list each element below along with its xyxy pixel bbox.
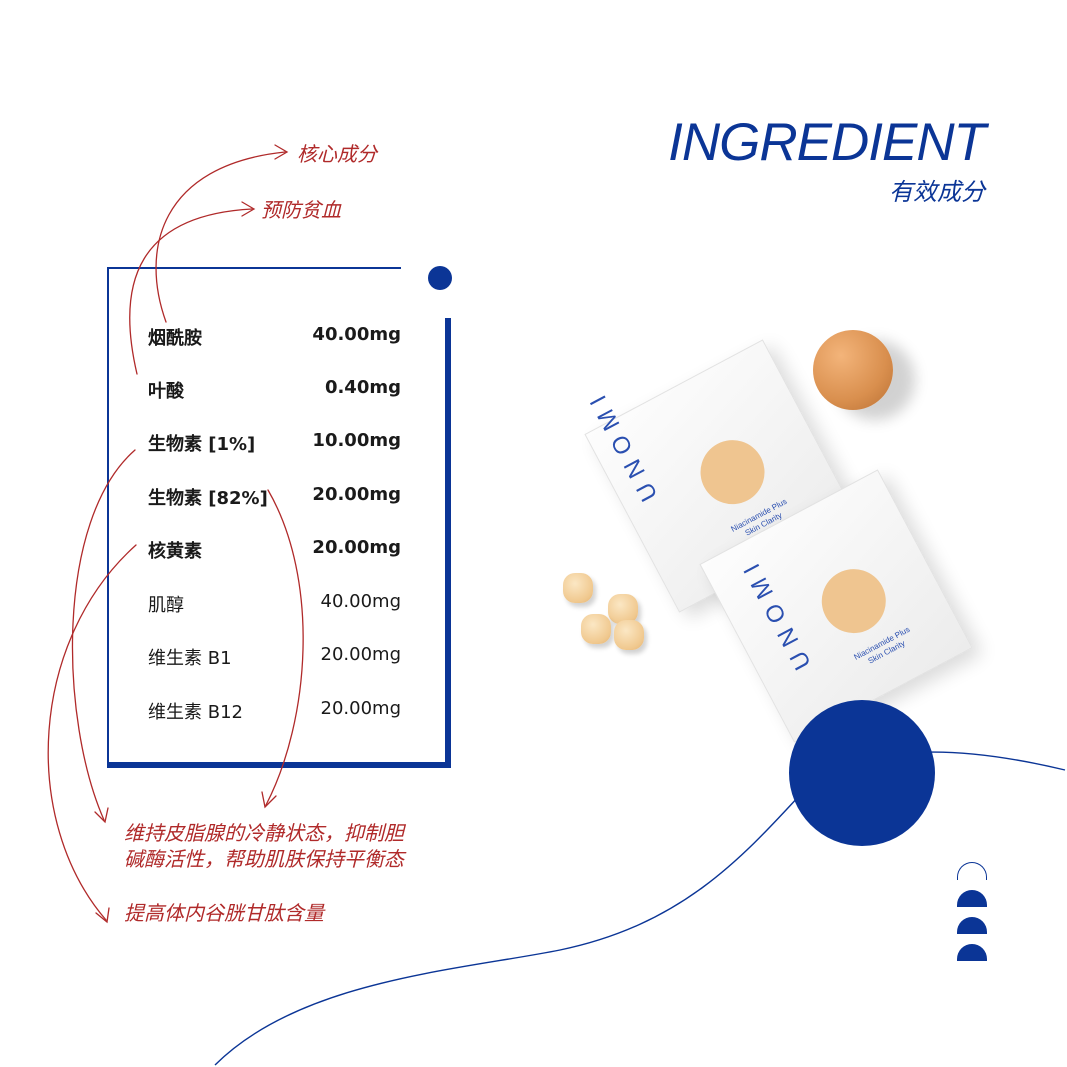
table-frame-right xyxy=(445,318,451,768)
note-prevent-anemia: 预防贫血 xyxy=(261,198,341,222)
ingredient-amount: 20.00mg xyxy=(312,537,401,558)
arch-filled-icon xyxy=(957,917,987,934)
ingredient-row: 烟酰胺 40.00mg xyxy=(148,324,401,354)
ingredient-row: 叶酸 0.40mg xyxy=(148,377,401,407)
ingredient-row: 维生素 B1 20.00mg xyxy=(148,644,401,674)
ingredient-amount: 20.00mg xyxy=(320,698,402,719)
ingredient-name: 生物素 [82%] xyxy=(148,488,268,509)
decorative-blue-circle xyxy=(789,700,935,846)
arch-filled-icon xyxy=(957,944,987,961)
ingredient-name: 维生素 B12 xyxy=(148,702,243,723)
arrow-core xyxy=(155,151,286,323)
arrow-biotin-1 xyxy=(71,449,136,821)
arch-filled-icon xyxy=(957,890,987,907)
orange-capsule-ball xyxy=(813,330,893,410)
sachet-peach-disc xyxy=(689,428,776,516)
note-glutathione: 提高体内谷胱甘肽含量 xyxy=(124,901,324,925)
note-sebum-line2: 碱酶活性，帮助肌肤保持平衡态 xyxy=(124,847,404,871)
heading-title-zh: 有效成分 xyxy=(889,178,985,206)
sachet-peach-disc xyxy=(810,557,898,645)
tablet xyxy=(614,620,644,650)
ingredient-amount: 20.00mg xyxy=(320,644,402,665)
tablet xyxy=(608,594,638,624)
ingredient-amount: 20.00mg xyxy=(312,484,401,505)
ingredient-name: 生物素 [1%] xyxy=(148,434,256,455)
ingredient-name: 核黄素 xyxy=(148,541,202,562)
table-corner-dot xyxy=(428,266,452,290)
table-frame-top xyxy=(107,267,401,269)
ingredient-name: 烟酰胺 xyxy=(148,328,202,349)
tablet xyxy=(581,614,611,644)
note-sebum-line1: 维持皮脂腺的冷静状态，抑制胆 xyxy=(124,821,404,845)
ingredient-row: 生物素 [1%] 10.00mg xyxy=(148,430,401,460)
arrow-biotin-82 xyxy=(265,489,304,806)
ingredient-amount: 40.00mg xyxy=(320,591,402,612)
tablet xyxy=(563,573,593,603)
table-frame-left xyxy=(107,267,109,764)
ingredient-row: 核黄素 20.00mg xyxy=(148,537,401,567)
note-core-ingredient: 核心成分 xyxy=(297,142,377,166)
ingredient-name: 叶酸 xyxy=(148,381,184,402)
table-frame-bottom xyxy=(107,762,451,768)
heading-title-en: INGREDIENT xyxy=(668,113,986,172)
ingredient-amount: 0.40mg xyxy=(324,377,401,398)
ingredient-row: 生物素 [82%] 20.00mg xyxy=(148,484,401,514)
arrow-anemia xyxy=(129,208,253,375)
arrow-riboflavin xyxy=(47,544,137,921)
ingredient-name: 肌醇 xyxy=(148,595,184,616)
ingredient-name: 维生素 B1 xyxy=(148,648,232,669)
ingredient-row: 肌醇 40.00mg xyxy=(148,591,401,621)
ingredient-row: 维生素 B12 20.00mg xyxy=(148,698,401,728)
ingredient-amount: 10.00mg xyxy=(312,430,401,451)
ingredient-amount: 40.00mg xyxy=(312,324,401,345)
